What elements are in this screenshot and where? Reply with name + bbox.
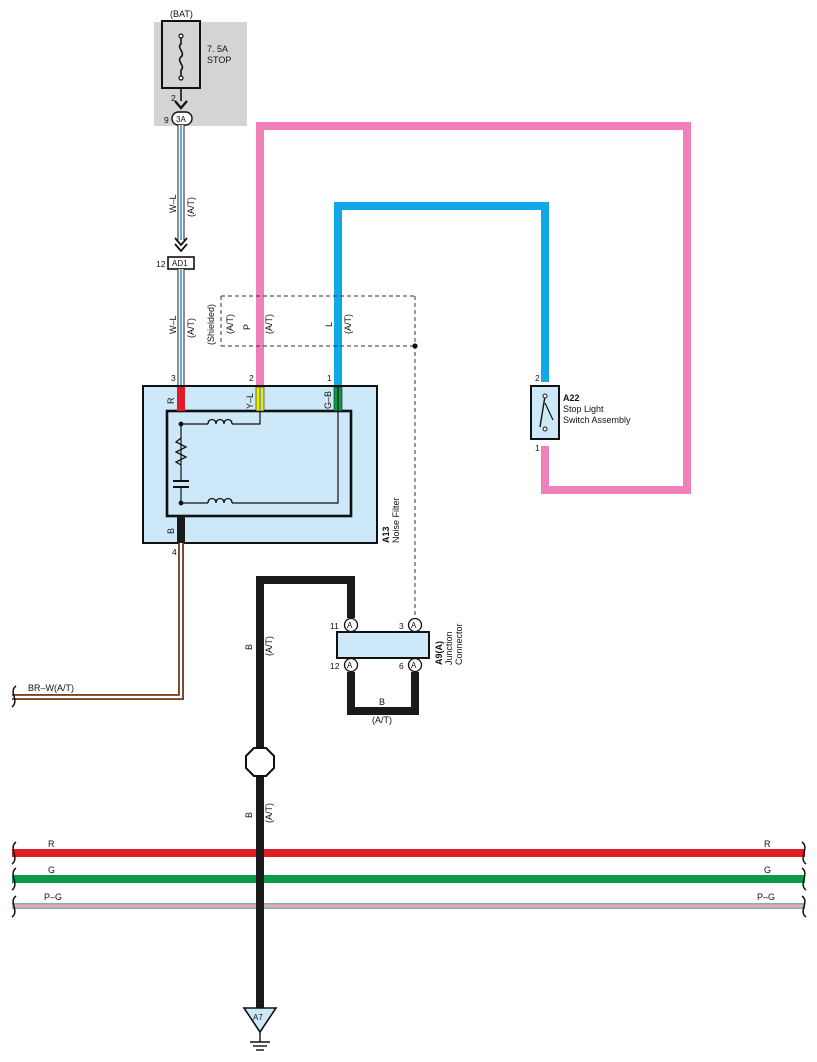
nf-code: A13 — [381, 526, 391, 543]
fuse-rating: 7. 5A — [207, 44, 228, 54]
pink-wire-note: (A/T) — [264, 314, 274, 334]
fuse-icon — [178, 36, 184, 78]
nf-upper-out — [232, 411, 261, 425]
junction-name-2: Connector — [454, 623, 464, 665]
switch-name-1: Stop Light — [563, 404, 604, 414]
bus-pg-left: P–G — [44, 892, 62, 902]
splice-point-overlay — [245, 747, 275, 777]
br-w-wire — [12, 543, 183, 699]
nf-wire-g-b: G–B — [323, 391, 333, 409]
junction-pin-6-letter: A — [411, 661, 417, 670]
junction-pin-11: 11 — [330, 621, 339, 631]
junction-pin-3-conn — [407, 617, 423, 633]
fuse-pin: 2 — [171, 93, 176, 103]
ad1-pin: 12 — [156, 259, 166, 269]
switch-name-2: Switch Assembly — [563, 415, 631, 425]
bus-break-left-icon — [11, 841, 17, 918]
bus-green-right: G — [764, 865, 771, 875]
shield-junction-dot — [412, 343, 418, 349]
w-l-upper-note: (A/T) — [186, 197, 196, 217]
fuse-source-label: (BAT) — [170, 9, 193, 19]
junction-loop-wire — [347, 672, 419, 715]
double-arrow-icon — [174, 237, 188, 253]
nf-wire-b: B — [166, 528, 176, 534]
br-w-wire-outline — [12, 543, 184, 700]
inductor-bottom-icon — [207, 497, 233, 504]
junction-pin-12-conn — [343, 657, 359, 673]
resistor-icon — [174, 437, 188, 466]
nf-pin-2: 2 — [249, 373, 254, 383]
ground-a7-label: A7 — [253, 1013, 263, 1022]
switch-contact-icon — [539, 395, 546, 428]
ground-lower-note: (A/T) — [264, 803, 274, 823]
nf-name: Noise Filter — [391, 497, 401, 543]
nf-wire-r: R — [166, 397, 176, 404]
ground-lower-color: B — [244, 812, 254, 818]
junction-body — [336, 631, 430, 659]
ad1-label: AD1 — [172, 259, 188, 268]
fuse-name: STOP — [207, 55, 231, 65]
fuse-terminal-bottom — [178, 75, 184, 81]
junction-pin-6-conn — [407, 657, 423, 673]
noise-filter-inner — [165, 409, 353, 518]
nf-red-stub — [177, 387, 185, 411]
br-w-break-icon — [11, 685, 17, 708]
blue-wire — [334, 202, 549, 386]
nf-wire-y-l: Y–L — [245, 393, 255, 409]
junction-loop-note: (A/T) — [372, 715, 392, 725]
pink-wire — [256, 122, 691, 494]
junction-pin-6: 6 — [399, 661, 404, 671]
connector-3a-pin: 9 — [164, 115, 169, 125]
junction-pin-11-letter: A — [347, 621, 353, 630]
nf-pin-1: 1 — [327, 373, 332, 383]
bus-red-right: R — [764, 839, 771, 849]
w-l-upper-color: W–L — [168, 194, 178, 213]
junction-pin-12-letter: A — [347, 661, 353, 670]
nf-pin-4: 4 — [172, 547, 177, 557]
pink-wire-color: P — [242, 324, 252, 330]
junction-pin-11-conn — [343, 617, 359, 633]
bus-red-left: R — [48, 839, 55, 849]
junction-name-1: Junction — [444, 631, 454, 665]
switch-terminal-top — [542, 393, 548, 399]
ground-connector-a7 — [242, 1007, 278, 1034]
switch-code: A22 — [563, 393, 580, 403]
switch-pin-2: 2 — [535, 373, 540, 383]
w-l-lower-color: W–L — [168, 315, 178, 334]
junction-loop-color: B — [379, 697, 385, 707]
ground-upper-color: B — [244, 644, 254, 650]
switch-lever-icon — [544, 402, 554, 421]
shield-note: (A/T) — [225, 314, 235, 334]
fuse-arrow-icon — [174, 100, 188, 110]
capacitor-gap — [177, 482, 185, 486]
blue-wire-note: (A/T) — [343, 314, 353, 334]
switch-pin-1: 1 — [535, 443, 540, 453]
bus-pg-right: P–G — [757, 892, 775, 902]
junction-code: A9(A) — [434, 641, 444, 665]
junction-pin-3-letter: A — [411, 621, 417, 630]
nf-lower-out — [232, 411, 339, 504]
bus-break-right-icon — [801, 841, 807, 918]
bus-green-left: G — [48, 865, 55, 875]
nf-black-stub — [177, 516, 185, 543]
fuse-terminal-top — [178, 33, 184, 39]
w-l-lower-note: (A/T) — [186, 318, 196, 338]
inductor-top-icon — [207, 418, 233, 425]
ground-symbol-icon — [250, 1041, 270, 1051]
blue-wire-color: L — [324, 322, 334, 327]
ground-upper-note: (A/T) — [264, 636, 274, 656]
junction-pin-3: 3 — [399, 621, 404, 631]
nf-pin-3: 3 — [171, 373, 176, 383]
shield-label: (Shielded) — [206, 304, 216, 345]
br-w-label: BR–W(A/T) — [28, 683, 74, 693]
junction-pin-12: 12 — [330, 661, 340, 671]
switch-terminal-bottom — [542, 426, 548, 432]
connector-3a-label: 3A — [176, 115, 186, 124]
